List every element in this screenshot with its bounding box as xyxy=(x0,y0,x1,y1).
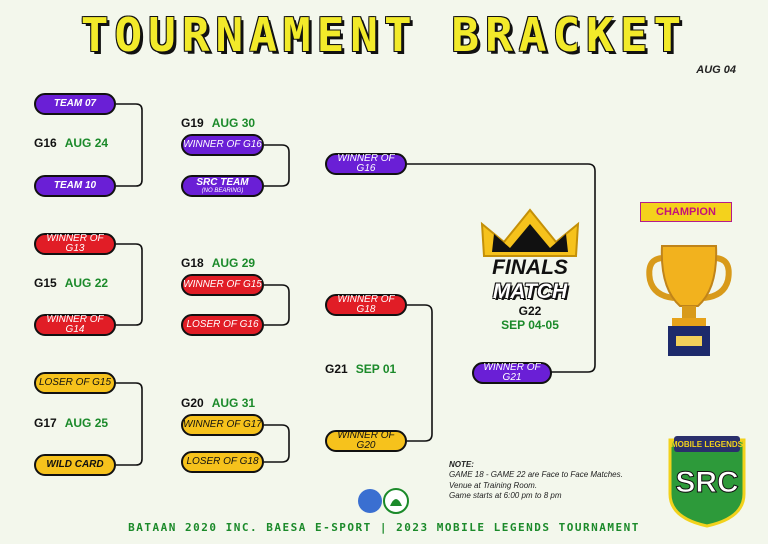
note-line: GAME 18 - GAME 22 are Face to Face Match… xyxy=(449,470,623,480)
src-team-label: SRC TEAM xyxy=(196,177,249,188)
finals-game: G22 xyxy=(518,304,542,318)
game-date: AUG 22 xyxy=(64,276,109,290)
winner-g20-slot: WINNER OF G20 xyxy=(325,430,407,452)
game-label-g15: G15 AUG 22 xyxy=(34,276,108,290)
note-line: Venue at Training Room. xyxy=(449,480,538,490)
sponsor-logos xyxy=(358,488,409,514)
winner-g16-slot: WINNER OF G16 xyxy=(181,134,264,156)
team-10-slot: TEAM 10 xyxy=(34,175,116,197)
finals-title: FINALS xyxy=(492,256,568,279)
loser-g18-slot: LOSER OF G18 xyxy=(181,451,264,473)
champion-banner: CHAMPION xyxy=(640,202,732,222)
loser-g16-slot: LOSER OF G16 xyxy=(181,314,264,336)
game-date: AUG 30 xyxy=(211,116,256,130)
game-date: AUG 29 xyxy=(211,256,256,270)
game-date: AUG 25 xyxy=(64,416,109,430)
src-team-slot: SRC TEAM (NO BEARING) xyxy=(181,175,264,197)
winner-g18-slot: WINNER OF G18 xyxy=(325,294,407,316)
match-title: MATCH xyxy=(492,280,568,303)
footer-text: BATAAN 2020 INC. BAESA E-SPORT | 2023 MO… xyxy=(128,521,640,534)
game-label-g16: G16 AUG 24 xyxy=(34,136,108,150)
winner-g21-slot: WINNER OF G21 xyxy=(472,362,552,384)
crown-icon xyxy=(480,208,580,257)
finals-date: SEP 04-05 xyxy=(501,318,559,332)
winner-g17-slot: WINNER OF G17 xyxy=(181,414,264,436)
header-date: AUG 04 xyxy=(696,64,736,76)
game-number: G15 xyxy=(34,276,57,290)
trophy-icon xyxy=(646,245,732,356)
note-heading: NOTE: xyxy=(449,460,474,469)
logo-top-text: MOBILE LEGENDS xyxy=(671,440,744,449)
wild-card-slot: WILD CARD xyxy=(34,454,116,476)
finals-block: FINALS MATCH G22 SEP 04-05 xyxy=(470,256,590,332)
semi-winner-g16-slot: WINNER OF G16 xyxy=(325,153,407,175)
note-block: NOTE: GAME 18 - GAME 22 are Face to Face… xyxy=(449,460,649,502)
winner-g13-slot: WINNER OF G13 xyxy=(34,233,116,255)
no-bearing-label: (NO BEARING) xyxy=(201,188,244,194)
page-title: TOURNAMENT BRACKET xyxy=(80,8,688,62)
game-number: G20 xyxy=(181,396,204,410)
game-label-g19: G19 AUG 30 xyxy=(181,116,255,130)
game-label-g21: G21 SEP 01 xyxy=(325,362,396,376)
game-number: G18 xyxy=(181,256,204,270)
game-date: AUG 31 xyxy=(211,396,256,410)
src-logo: MOBILE LEGENDS SRC xyxy=(668,436,746,528)
logo-main-text: SRC xyxy=(675,466,738,499)
winner-g15-slot: WINNER OF G15 xyxy=(181,274,264,296)
loser-g15-slot: LOSER OF G15 xyxy=(34,372,116,394)
game-label-g18: G18 AUG 29 xyxy=(181,256,255,270)
game-number: G21 xyxy=(325,362,348,376)
note-line: Game starts at 6:00 pm to 8 pm xyxy=(449,491,562,501)
game-date: SEP 01 xyxy=(355,362,397,376)
game-date: AUG 24 xyxy=(64,136,109,150)
game-label-g17: G17 AUG 25 xyxy=(34,416,108,430)
game-label-g20: G20 AUG 31 xyxy=(181,396,255,410)
game-number: G19 xyxy=(181,116,204,130)
game-number: G16 xyxy=(34,136,57,150)
team-07-slot: TEAM 07 xyxy=(34,93,116,115)
winner-g14-slot: WINNER OF G14 xyxy=(34,314,116,336)
game-number: G17 xyxy=(34,416,57,430)
